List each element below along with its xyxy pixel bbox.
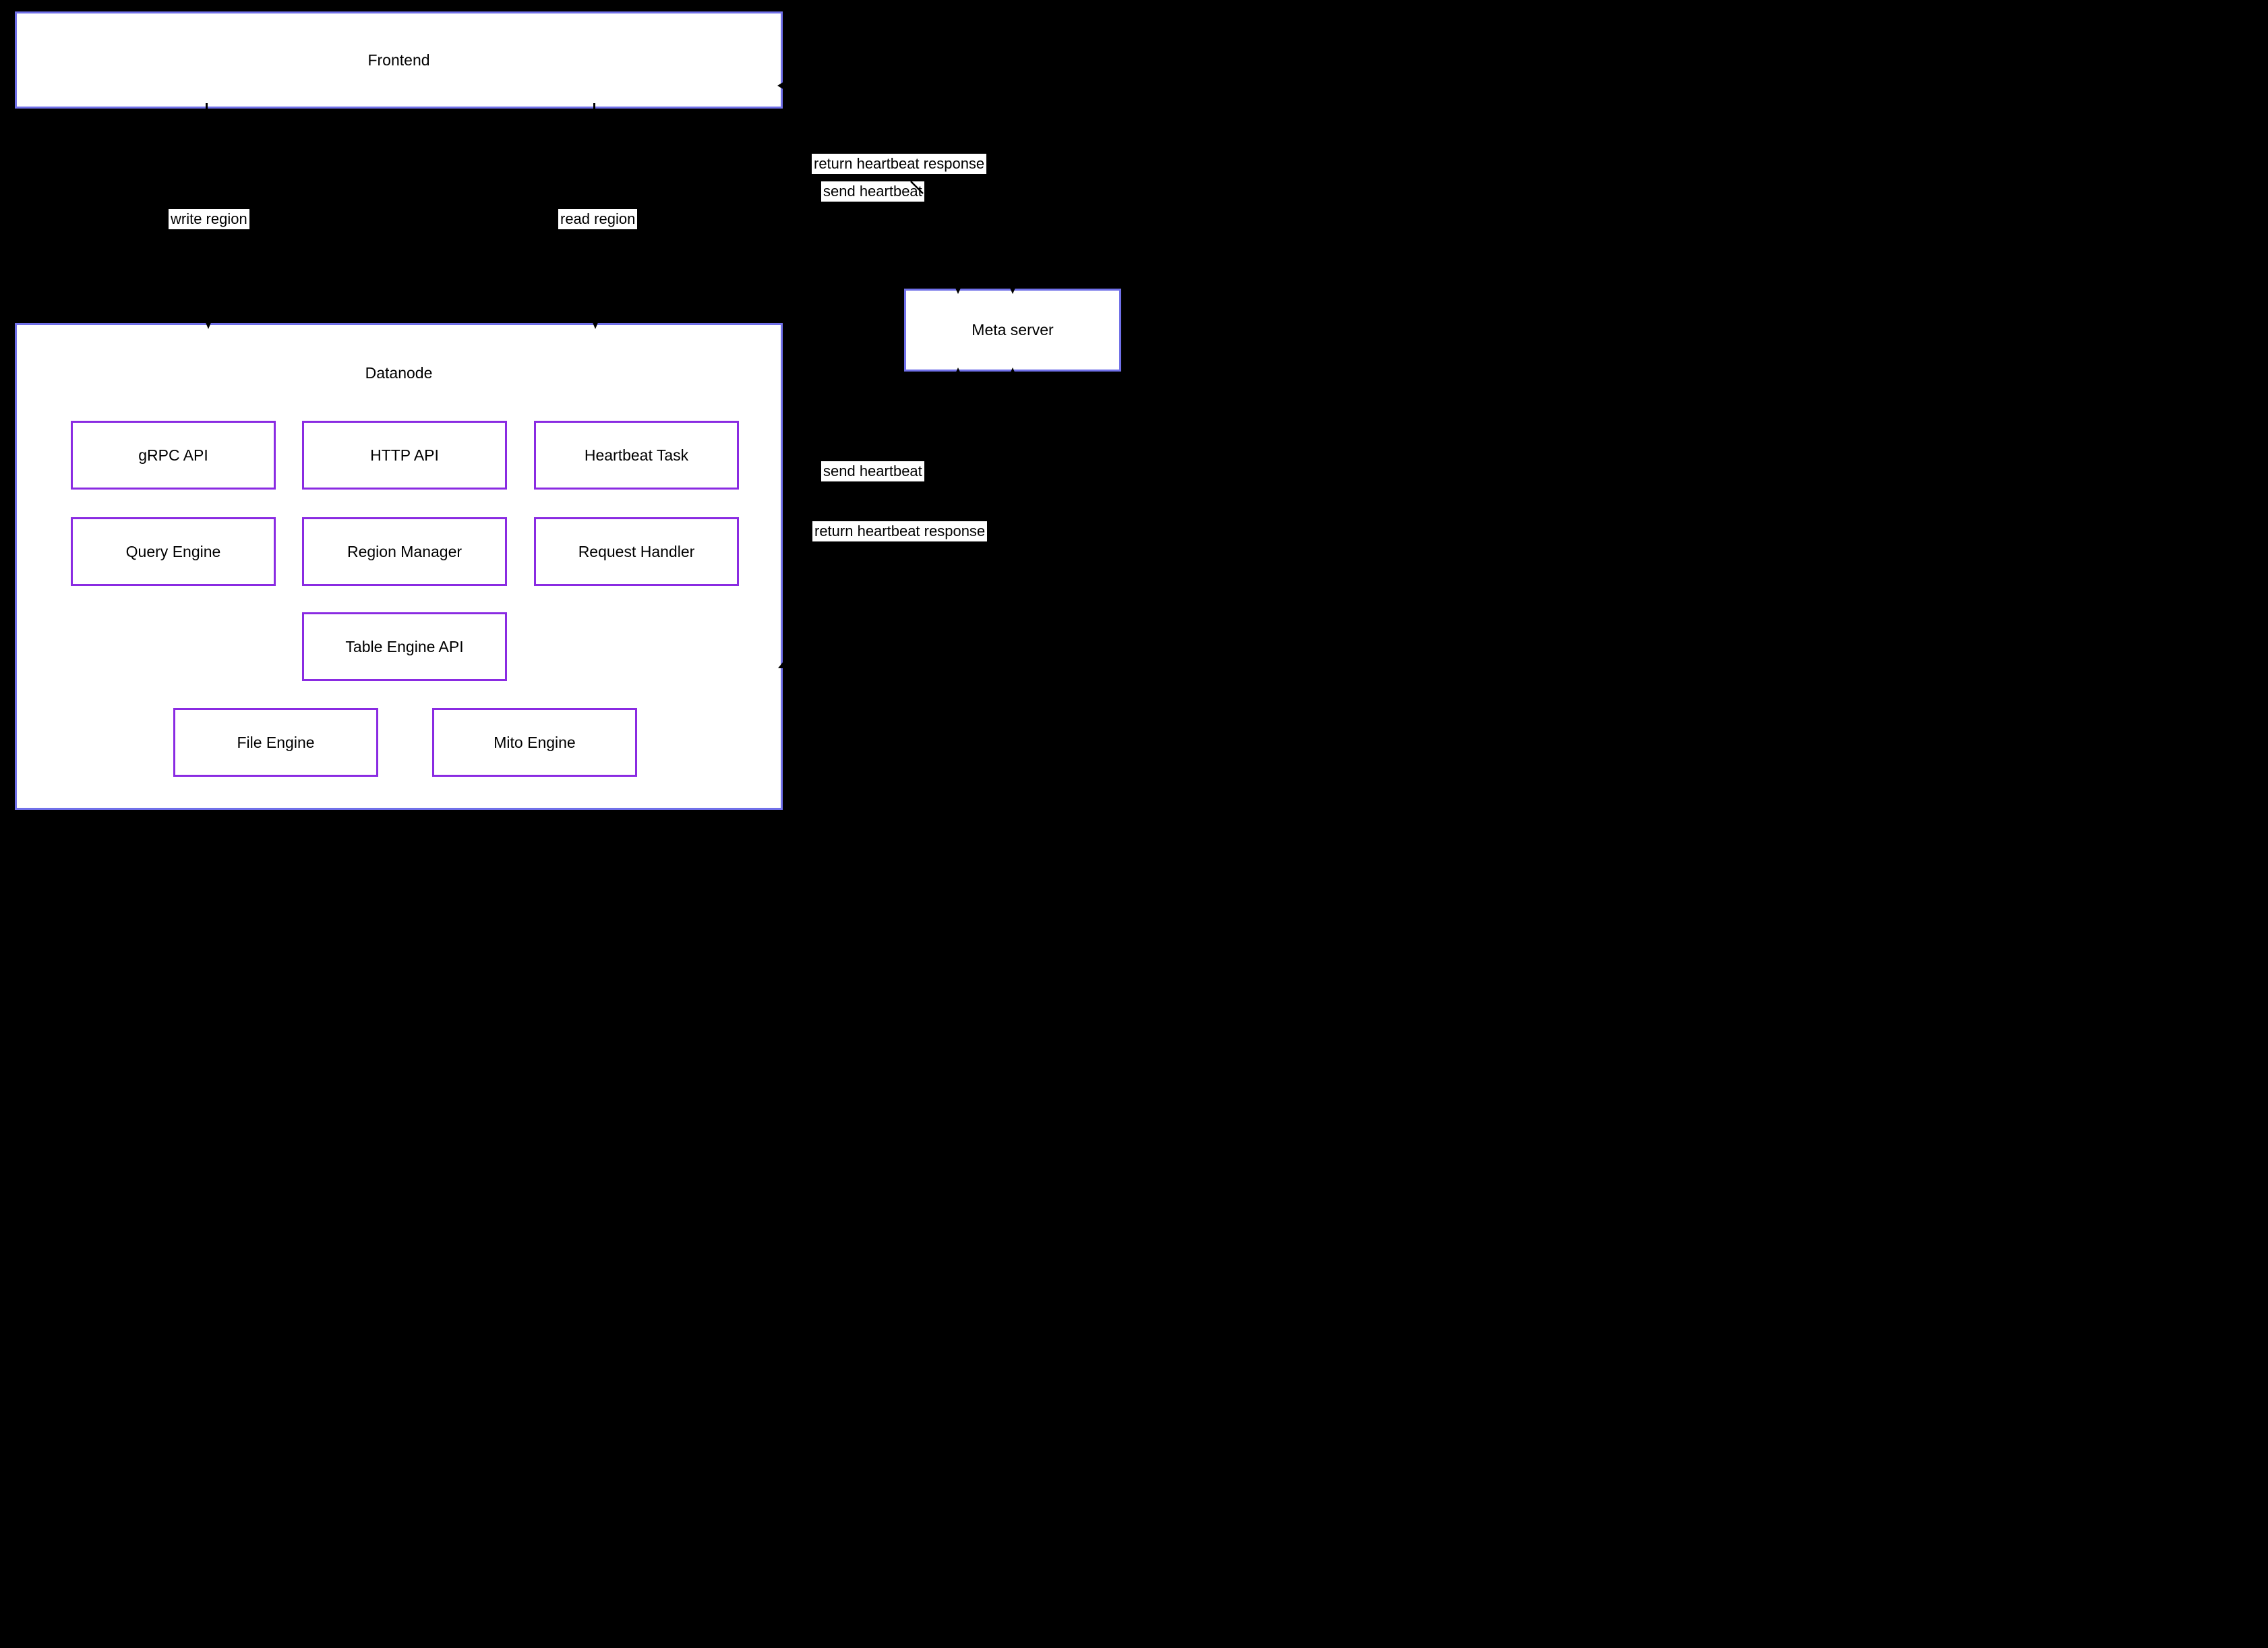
component-box-mito-engine: Mito Engine — [432, 708, 637, 777]
heartbeat-task-label: Heartbeat Task — [584, 446, 689, 464]
edge-label-write-region: write region — [169, 209, 249, 229]
component-box-http-api: HTTP API — [302, 421, 507, 490]
edge-label-return-heartbeat-response-bottom: return heartbeat response — [812, 521, 988, 541]
component-box-query-engine: Query Engine — [71, 517, 276, 586]
datanode-label: Datanode — [365, 364, 433, 382]
meta-server-label: Meta server — [972, 321, 1054, 339]
component-box-region-manager: Region Manager — [302, 517, 507, 586]
region-manager-label: Region Manager — [347, 542, 462, 560]
frontend-box: Frontend — [15, 11, 783, 109]
http-api-label: HTTP API — [370, 446, 439, 464]
datanode-box: Datanode gRPC API HTTP API Heartbeat Tas… — [15, 323, 783, 810]
component-box-table-engine-api: Table Engine API — [302, 612, 507, 681]
architecture-diagram: Frontend Meta server Datanode gRPC API H… — [0, 0, 1134, 824]
query-engine-label: Query Engine — [125, 542, 221, 560]
edge-label-read-region: read region — [558, 209, 638, 229]
grpc-api-label: gRPC API — [138, 446, 208, 464]
edge-label-send-heartbeat-bottom: send heartbeat — [821, 461, 924, 481]
edge-label-send-heartbeat-top: send heartbeat — [821, 181, 924, 202]
mito-engine-label: Mito Engine — [494, 733, 576, 751]
component-box-grpc-api: gRPC API — [71, 421, 276, 490]
component-box-request-handler: Request Handler — [534, 517, 739, 586]
edge-label-return-heartbeat-response-top: return heartbeat response — [812, 154, 987, 174]
component-box-heartbeat-task: Heartbeat Task — [534, 421, 739, 490]
frontend-label: Frontend — [367, 51, 430, 69]
table-engine-api-label: Table Engine API — [345, 637, 464, 655]
request-handler-label: Request Handler — [578, 542, 695, 560]
meta-server-box: Meta server — [904, 289, 1121, 372]
component-box-file-engine: File Engine — [173, 708, 378, 777]
file-engine-label: File Engine — [237, 733, 315, 751]
